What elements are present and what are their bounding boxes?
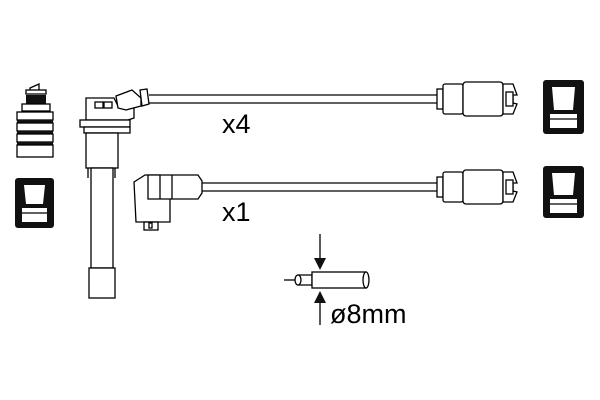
- plug-boot-tube-icon: [85, 132, 119, 299]
- boot-seal-icon: [543, 166, 584, 218]
- diameter-label: ø8mm: [330, 299, 407, 329]
- coil-connector-icon: [79, 88, 150, 134]
- boot-seal-icon: [15, 178, 54, 228]
- cable-cross-section-icon: [284, 234, 370, 325]
- ignition-lead-long: [149, 81, 518, 117]
- spark-plug-terminal-icon: [16, 82, 54, 158]
- boot-seal-icon: [543, 80, 584, 134]
- ignition-lead-short: [133, 169, 518, 231]
- long-lead-qty-label: x4: [222, 109, 251, 139]
- short-lead-qty-label: x1: [222, 197, 251, 227]
